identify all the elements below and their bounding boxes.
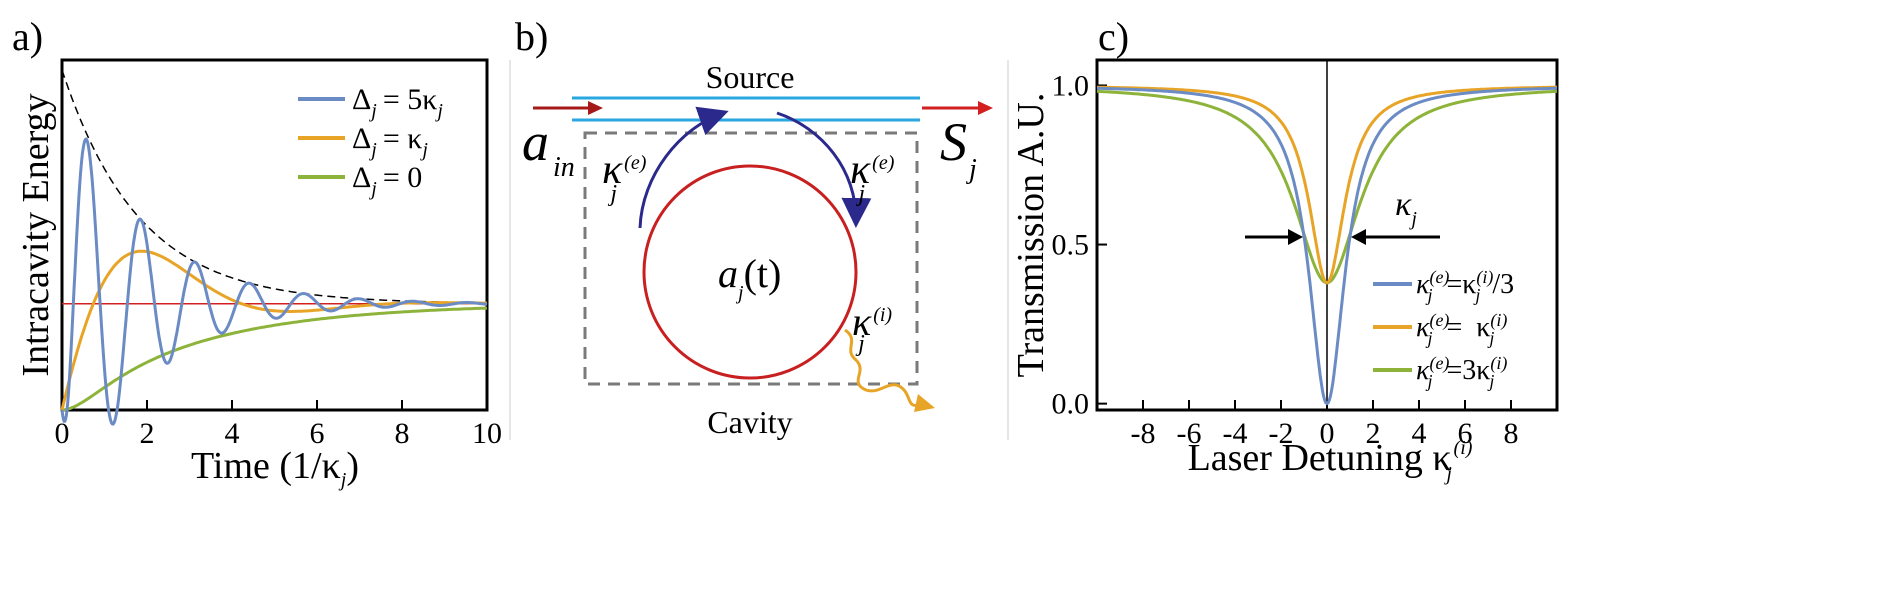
kappa-e-right-label: κ(e)j bbox=[850, 147, 895, 207]
chart-c-xtick-label: -4 bbox=[1223, 417, 1248, 450]
chart-a-xtick-label: 6 bbox=[310, 417, 325, 450]
chart-c-ytick-label: 1.0 bbox=[1052, 69, 1090, 102]
panel-a-label: a) bbox=[12, 14, 43, 59]
loss-wiggle bbox=[844, 328, 923, 407]
chart-a-xlabel-close: ) bbox=[346, 445, 359, 487]
legend-a-item-1: Δj= 5κj bbox=[352, 83, 443, 122]
chart-c-xtick-label: -8 bbox=[1131, 417, 1156, 450]
chart-a-xtick-label: 8 bbox=[395, 417, 410, 450]
chart-a-xtick-label: 2 bbox=[140, 417, 155, 450]
panel-b-label: b) bbox=[515, 14, 548, 59]
series-c-third bbox=[1097, 86, 1557, 406]
chart-c-xtick-label: 0 bbox=[1320, 417, 1335, 450]
width-arrow-right-head bbox=[1351, 229, 1366, 245]
chart-c-xtick-label: 8 bbox=[1504, 417, 1519, 450]
legend-a-item-3: Δj= 0 bbox=[352, 161, 422, 200]
chart-c-xtick-label: 2 bbox=[1366, 417, 1381, 450]
legend-c-item-3: κ(e)j=3κ(i)j bbox=[1416, 353, 1507, 391]
chart-a-curves bbox=[60, 69, 488, 426]
chart-a-ylabel: Intracavity Energy bbox=[15, 93, 57, 376]
chart-a-xlabel-main: Time (1/κ bbox=[191, 445, 341, 487]
chart-c-xtick-label: 6 bbox=[1458, 417, 1473, 450]
output-arrow-head bbox=[978, 101, 993, 115]
chart-c-curves bbox=[1096, 85, 1558, 406]
series-delta-5kappa bbox=[60, 137, 488, 426]
chart-a-xticks: 0 2 4 6 8 10 bbox=[55, 400, 502, 450]
decay-envelope bbox=[61, 69, 487, 304]
chart-c-xlabel: Laser Detuning κ(i)j bbox=[1188, 437, 1473, 485]
cavity-box bbox=[583, 131, 919, 386]
mode-label: aj(t) bbox=[718, 251, 781, 304]
kappa-e-left-label: κ(e)j bbox=[602, 147, 647, 207]
source-label: Source bbox=[706, 59, 795, 95]
chart-a-xlabel: Time (1/κj) bbox=[191, 445, 359, 491]
s-out-label: Sj bbox=[940, 112, 977, 185]
panel-c-label: c) bbox=[1098, 14, 1129, 59]
cavity-label: Cavity bbox=[707, 404, 792, 440]
legend-a-item-2: Δj= κj bbox=[352, 122, 428, 161]
chart-a-legend: Δj= 5κj Δj= κj Δj= 0 bbox=[298, 83, 443, 200]
chart-a-frame bbox=[60, 58, 489, 412]
chart-c-ylabel: Transmission A.U. bbox=[1010, 93, 1052, 378]
chart-c-ytick-label: 0.0 bbox=[1052, 388, 1090, 421]
chart-a-xtick-label: 10 bbox=[472, 417, 502, 450]
chart-c-ytick-label: 0.5 bbox=[1052, 229, 1090, 262]
series-c-equal bbox=[1097, 85, 1557, 285]
coupling-out-arrow bbox=[776, 111, 872, 228]
chart-c-xtick-label: 4 bbox=[1412, 417, 1427, 450]
legend-c-item-1: κ(e)j=κ(i)j/3 bbox=[1416, 267, 1514, 305]
chart-a-xlabel-sub: j bbox=[338, 469, 347, 491]
width-arrow-left-head bbox=[1288, 229, 1303, 245]
chart-c-legend: κ(e)j=κ(i)j/3 κ(e)j= κ(i)j κ(e)j=3κ(i)j bbox=[1373, 267, 1514, 391]
chart-c-xtick-label: -6 bbox=[1177, 417, 1202, 450]
coupling-in-arrow bbox=[638, 106, 729, 229]
chart-a-xtick-label: 0 bbox=[55, 417, 70, 450]
input-arrow-head bbox=[588, 101, 603, 115]
chart-a-xtick-label: 4 bbox=[225, 417, 240, 450]
ring-resonator bbox=[642, 164, 858, 380]
legend-c-item-2: κ(e)j= κ(i)j bbox=[1416, 310, 1507, 348]
chart-c-xtick-label: -2 bbox=[1269, 417, 1294, 450]
series-delta-0 bbox=[61, 306, 488, 412]
loss-arrow-head bbox=[914, 394, 935, 412]
chart-a: 0 2 4 6 8 10 Intracavity Energy Time (1/κj) Δ… bbox=[15, 58, 502, 491]
kappa-width-label: κj bbox=[1395, 186, 1417, 230]
kappa-i-label: κ(i)j bbox=[852, 299, 892, 357]
